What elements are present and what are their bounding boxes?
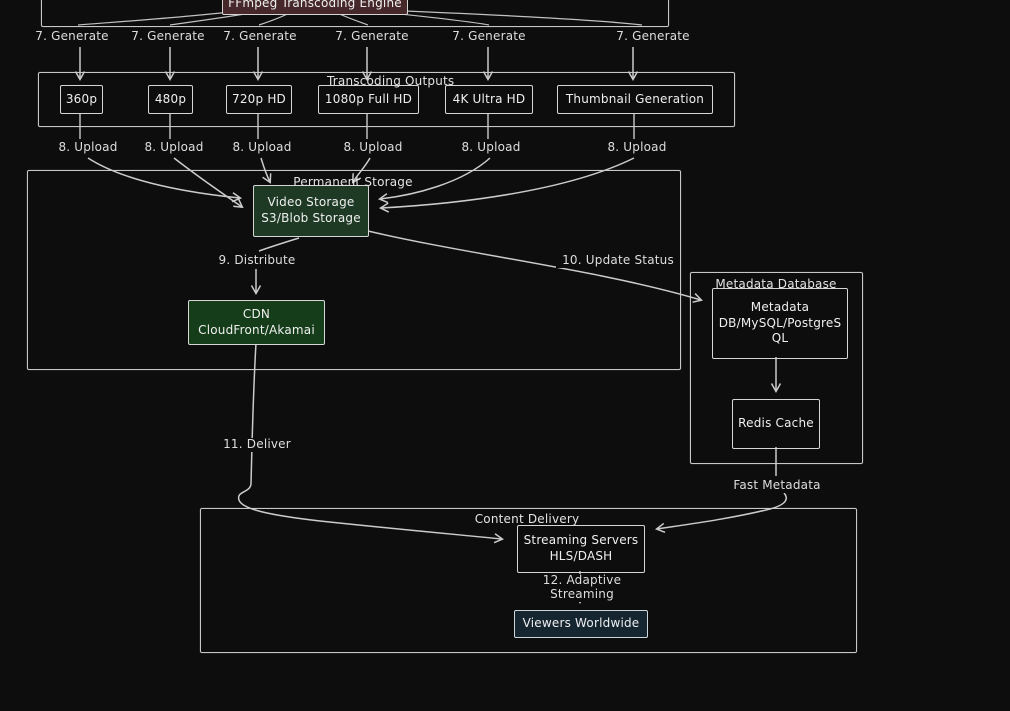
output-thumbnail-node: Thumbnail Generation: [557, 85, 713, 114]
generate-label-2: 7. Generate: [121, 29, 215, 44]
generate-label-1: 7. Generate: [25, 29, 119, 44]
generate-label-5: 7. Generate: [442, 29, 536, 44]
ffmpeg-engine-label: FFmpeg Transcoding Engine: [228, 0, 402, 11]
deliver-edge: [237, 342, 505, 544]
upload-label-5: 8. Upload: [444, 140, 538, 155]
upload-arrows: [87, 157, 635, 213]
viewers-worldwide-label: Viewers Worldwide: [522, 616, 640, 631]
streaming-servers-line1: Streaming Servers: [523, 533, 639, 548]
cdn-node: CDN CloudFront/Akamai: [188, 300, 325, 345]
streaming-servers-line2: HLS/DASH: [549, 549, 613, 563]
redis-cache-label: Redis Cache: [738, 416, 814, 431]
permanent-storage-title: Permanent Storage: [293, 175, 413, 189]
output-1080p-node: 1080p Full HD: [318, 85, 419, 114]
content-delivery-container: [200, 508, 857, 653]
generate-label-4: 7. Generate: [325, 29, 419, 44]
streaming-servers-node: Streaming Servers HLS/DASH: [517, 525, 645, 573]
viewers-worldwide-node: Viewers Worldwide: [514, 610, 648, 638]
upload-label-2: 8. Upload: [127, 140, 221, 155]
distribute-edge: [250, 237, 300, 296]
upload-label-6: 8. Upload: [590, 140, 684, 155]
output-480p-node: 480p: [148, 85, 193, 114]
generate-label-6: 7. Generate: [606, 29, 700, 44]
cdn-line2: CloudFront/Akamai: [198, 322, 315, 337]
metadata-db-node: Metadata DB/MySQL/PostgreSQL: [712, 288, 848, 359]
transcoding-outputs-title: Transcoding Outputs: [327, 74, 455, 88]
video-storage-node: Video Storage S3/Blob Storage: [253, 185, 369, 237]
update-status-label: 10. Update Status: [556, 253, 680, 268]
fast-metadata-edge: [654, 447, 787, 534]
output-720p-label: 720p HD: [232, 91, 286, 106]
output-480p-label: 480p: [154, 91, 187, 106]
metadata-db-line1: Metadata: [750, 300, 810, 315]
output-720p-node: 720p HD: [226, 85, 292, 114]
fast-metadata-label: Fast Metadata: [725, 478, 829, 493]
update-status-edge: [367, 230, 703, 303]
permanent-storage-container: [27, 170, 681, 370]
generate-arrows: [74, 47, 639, 82]
adaptive-streaming-line1: 12. Adaptive: [542, 573, 622, 587]
deliver-label: 11. Deliver: [210, 437, 304, 452]
video-storage-line1: Video Storage: [267, 195, 355, 210]
output-4k-node: 4K Ultra HD: [445, 85, 533, 114]
metadata-database-title: Metadata Database: [715, 277, 837, 291]
upload-label-1: 8. Upload: [41, 140, 135, 155]
redis-cache-node: Redis Cache: [732, 399, 820, 449]
output-1080p-label: 1080p Full HD: [324, 91, 413, 106]
output-4k-label: 4K Ultra HD: [452, 91, 526, 106]
ffmpeg-engine-node: FFmpeg Transcoding Engine: [222, 0, 408, 15]
upload-label-3: 8. Upload: [215, 140, 309, 155]
adaptive-streaming-label: 12. Adaptive Streaming: [530, 573, 634, 602]
distribute-label: 9. Distribute: [210, 253, 304, 268]
engine-container: [41, 0, 669, 27]
output-drop-lines: [79, 113, 635, 139]
metadata-db-line2: DB/MySQL/PostgreSQL: [718, 315, 842, 346]
adaptive-streaming-line2: Streaming: [550, 586, 614, 601]
cdn-line1: CDN: [242, 306, 271, 321]
output-360p-node: 360p: [60, 85, 103, 114]
output-360p-label: 360p: [65, 91, 98, 106]
upload-label-4: 8. Upload: [326, 140, 420, 155]
content-delivery-title: Content Delivery: [474, 512, 580, 526]
output-thumbnail-label: Thumbnail Generation: [565, 91, 705, 106]
video-storage-line2: S3/Blob Storage: [261, 211, 361, 225]
transcoding-outputs-container: [38, 72, 735, 127]
generate-label-3: 7. Generate: [213, 29, 307, 44]
